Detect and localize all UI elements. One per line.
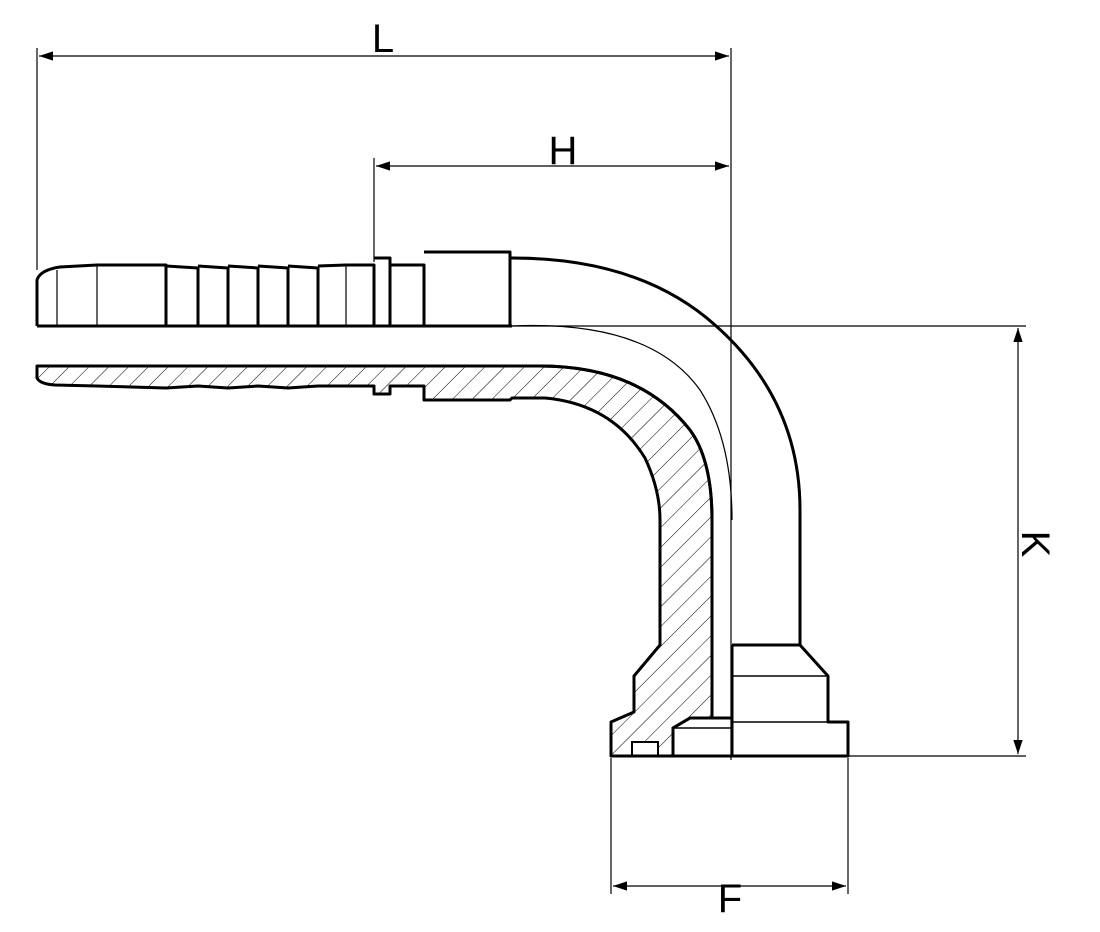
seal-groove (631, 741, 659, 757)
dimension-k: K (512, 325, 1057, 757)
section-hatch-area (35, 364, 714, 758)
dimension-label-l: L (372, 17, 394, 61)
flange-head (611, 643, 850, 758)
serration-profile (35, 250, 516, 326)
dimension-label-k: K (1013, 531, 1057, 558)
dimension-label-f: F (718, 877, 742, 921)
elbow-outer-outline (511, 256, 802, 645)
dimension-f: F (610, 758, 849, 921)
dimension-h: H (373, 129, 729, 262)
dimension-label-h: H (549, 129, 578, 173)
flange-outline (671, 643, 850, 758)
hose-tail-outside (35, 250, 516, 328)
dimension-l: L (36, 17, 732, 760)
elbow-inner-curve (511, 324, 733, 521)
hose-tail-section (35, 364, 714, 758)
